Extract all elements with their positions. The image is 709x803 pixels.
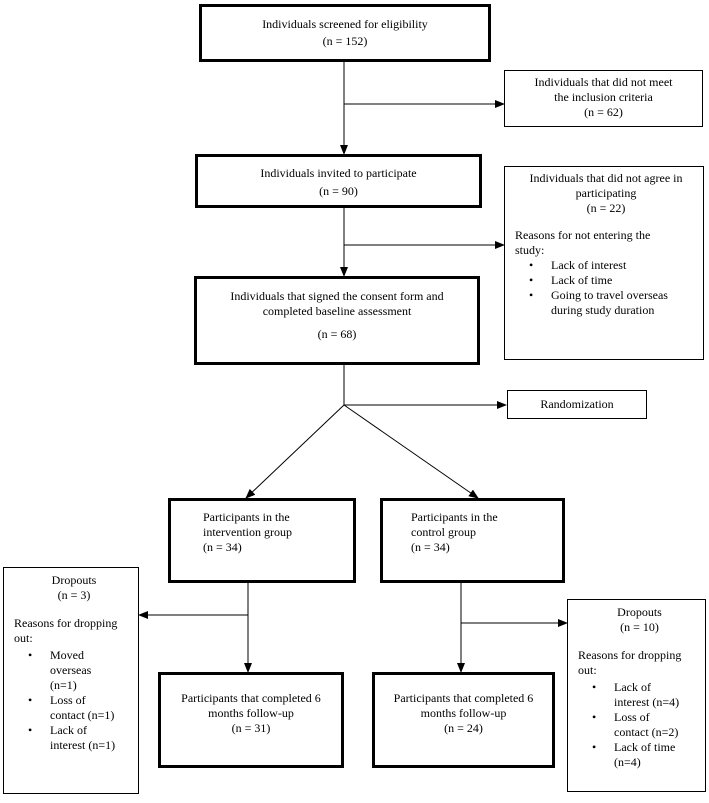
list-item: Going to travel overseas during study du… xyxy=(515,288,697,318)
control-line2: control group xyxy=(411,525,476,539)
screened-box: Individuals screened for eligibility (n … xyxy=(199,4,491,62)
consent-line1: Individuals that signed the consent form… xyxy=(230,289,444,303)
consent-line2: completed baseline assessment xyxy=(262,304,412,318)
not-agree-line1: Individuals that did not agree in xyxy=(529,171,683,185)
intervention-count: (n = 34) xyxy=(203,540,242,554)
consent-count: (n = 68) xyxy=(317,327,357,341)
dropouts-right-count: (n = 10) xyxy=(620,620,659,634)
list-item: Moved overseas (n=1) xyxy=(14,648,134,693)
not-meet-line2: the inclusion criteria xyxy=(554,90,653,104)
list-item: Loss of contact (n=1) xyxy=(14,693,134,723)
completed-left-line1: Participants that completed 6 xyxy=(181,691,321,705)
completed-left-count: (n = 31) xyxy=(231,721,271,735)
completed-right-count: (n = 24) xyxy=(444,721,483,735)
control-count: (n = 34) xyxy=(411,540,450,554)
control-box: Participants in the control group (n = 3… xyxy=(380,498,565,583)
not-agree-box: Individuals that did not agree in partic… xyxy=(504,166,704,360)
completed-right-line1: Participants that completed 6 xyxy=(393,691,534,705)
not-meet-criteria-box: Individuals that did not meet the inclus… xyxy=(504,70,703,127)
not-agree-reasons-list: Lack of interest Lack of time Going to t… xyxy=(515,258,697,318)
screened-count: (n = 152) xyxy=(322,34,368,48)
completed-left-line2: months follow-up xyxy=(208,706,294,720)
dropouts-left-reasons-title: Reasons for dropping out: xyxy=(14,616,118,645)
dropouts-left-title: Dropouts xyxy=(51,573,97,587)
list-item: Lack of interest (n=4) xyxy=(578,680,701,710)
invited-box: Individuals invited to participate (n = … xyxy=(195,154,482,208)
not-meet-line1: Individuals that did not meet xyxy=(534,75,673,89)
randomization-label: Randomization xyxy=(540,397,614,411)
arrow-to-intervention xyxy=(245,404,345,499)
dropouts-right-title: Dropouts xyxy=(617,605,662,619)
dropouts-right-reasons-title: Reasons for dropping out: xyxy=(578,648,682,677)
dropouts-left-box: Dropouts (n = 3) Reasons for dropping ou… xyxy=(3,567,139,794)
intervention-line1: Participants in the xyxy=(203,510,290,524)
list-item: Lack of time (n=4) xyxy=(578,740,701,770)
list-item: Lack of interest (n=1) xyxy=(14,723,134,753)
dropouts-right-reasons-list: Lack of interest (n=4) Loss of contact (… xyxy=(578,680,701,770)
completed-right-box: Participants that completed 6 months fol… xyxy=(372,672,555,768)
dropouts-right-box: Dropouts (n = 10) Reasons for dropping o… xyxy=(567,599,706,792)
not-agree-reasons-title: Reasons for not entering the study: xyxy=(515,228,651,257)
consent-box: Individuals that signed the consent form… xyxy=(194,276,480,365)
list-item: Loss of contact (n=2) xyxy=(578,710,701,740)
not-agree-line2: participating xyxy=(575,186,637,200)
invited-label: Individuals invited to participate xyxy=(260,166,417,180)
screened-label: Individuals screened for eligibility xyxy=(262,17,428,31)
dropouts-left-count: (n = 3) xyxy=(57,588,91,602)
arrow-to-control xyxy=(343,404,479,499)
not-meet-count: (n = 62) xyxy=(584,105,623,119)
randomization-box: Randomization xyxy=(507,390,647,419)
list-item: Lack of time xyxy=(515,273,697,288)
intervention-line2: intervention group xyxy=(203,525,292,539)
control-line1: Participants in the xyxy=(411,510,498,524)
not-agree-count: (n = 22) xyxy=(586,201,626,215)
intervention-box: Participants in the intervention group (… xyxy=(168,498,356,583)
completed-left-box: Participants that completed 6 months fol… xyxy=(158,672,344,768)
invited-count: (n = 90) xyxy=(319,184,358,198)
list-item: Lack of interest xyxy=(515,258,697,273)
dropouts-left-reasons-list: Moved overseas (n=1) Loss of contact (n=… xyxy=(14,648,134,753)
completed-right-line2: months follow-up xyxy=(420,706,507,720)
